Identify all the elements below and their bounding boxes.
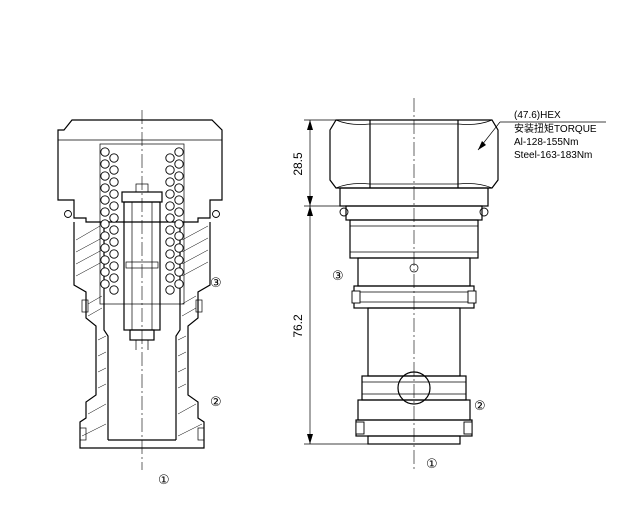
exterior-port-3: ③ (332, 269, 344, 284)
exterior-port-2: ② (474, 399, 486, 414)
torque-steel-label: Steel-163-183Nm (514, 150, 592, 161)
torque-al-label: Al-128-155Nm (514, 137, 578, 148)
section-port-3: ③ (210, 276, 222, 291)
hex-size-label: (47.6)HEX (514, 110, 561, 121)
dim-top-value: 28.5 (291, 152, 305, 176)
dim-body-value: 76.2 (291, 314, 305, 338)
section-port-1: ① (158, 473, 170, 488)
exterior-port-1: ① (426, 457, 438, 472)
spring-coils (100, 147, 184, 295)
section-view: ③ ② ① (57, 110, 223, 488)
section-port-2: ② (210, 395, 222, 410)
torque-label: 安装扭矩TORQUE (514, 122, 597, 135)
right-wall-hatch (177, 225, 209, 437)
exterior-view: 28.5 76.2 (47.6)HEX 安装扭矩TORQUE Al-128-15… (291, 98, 606, 472)
